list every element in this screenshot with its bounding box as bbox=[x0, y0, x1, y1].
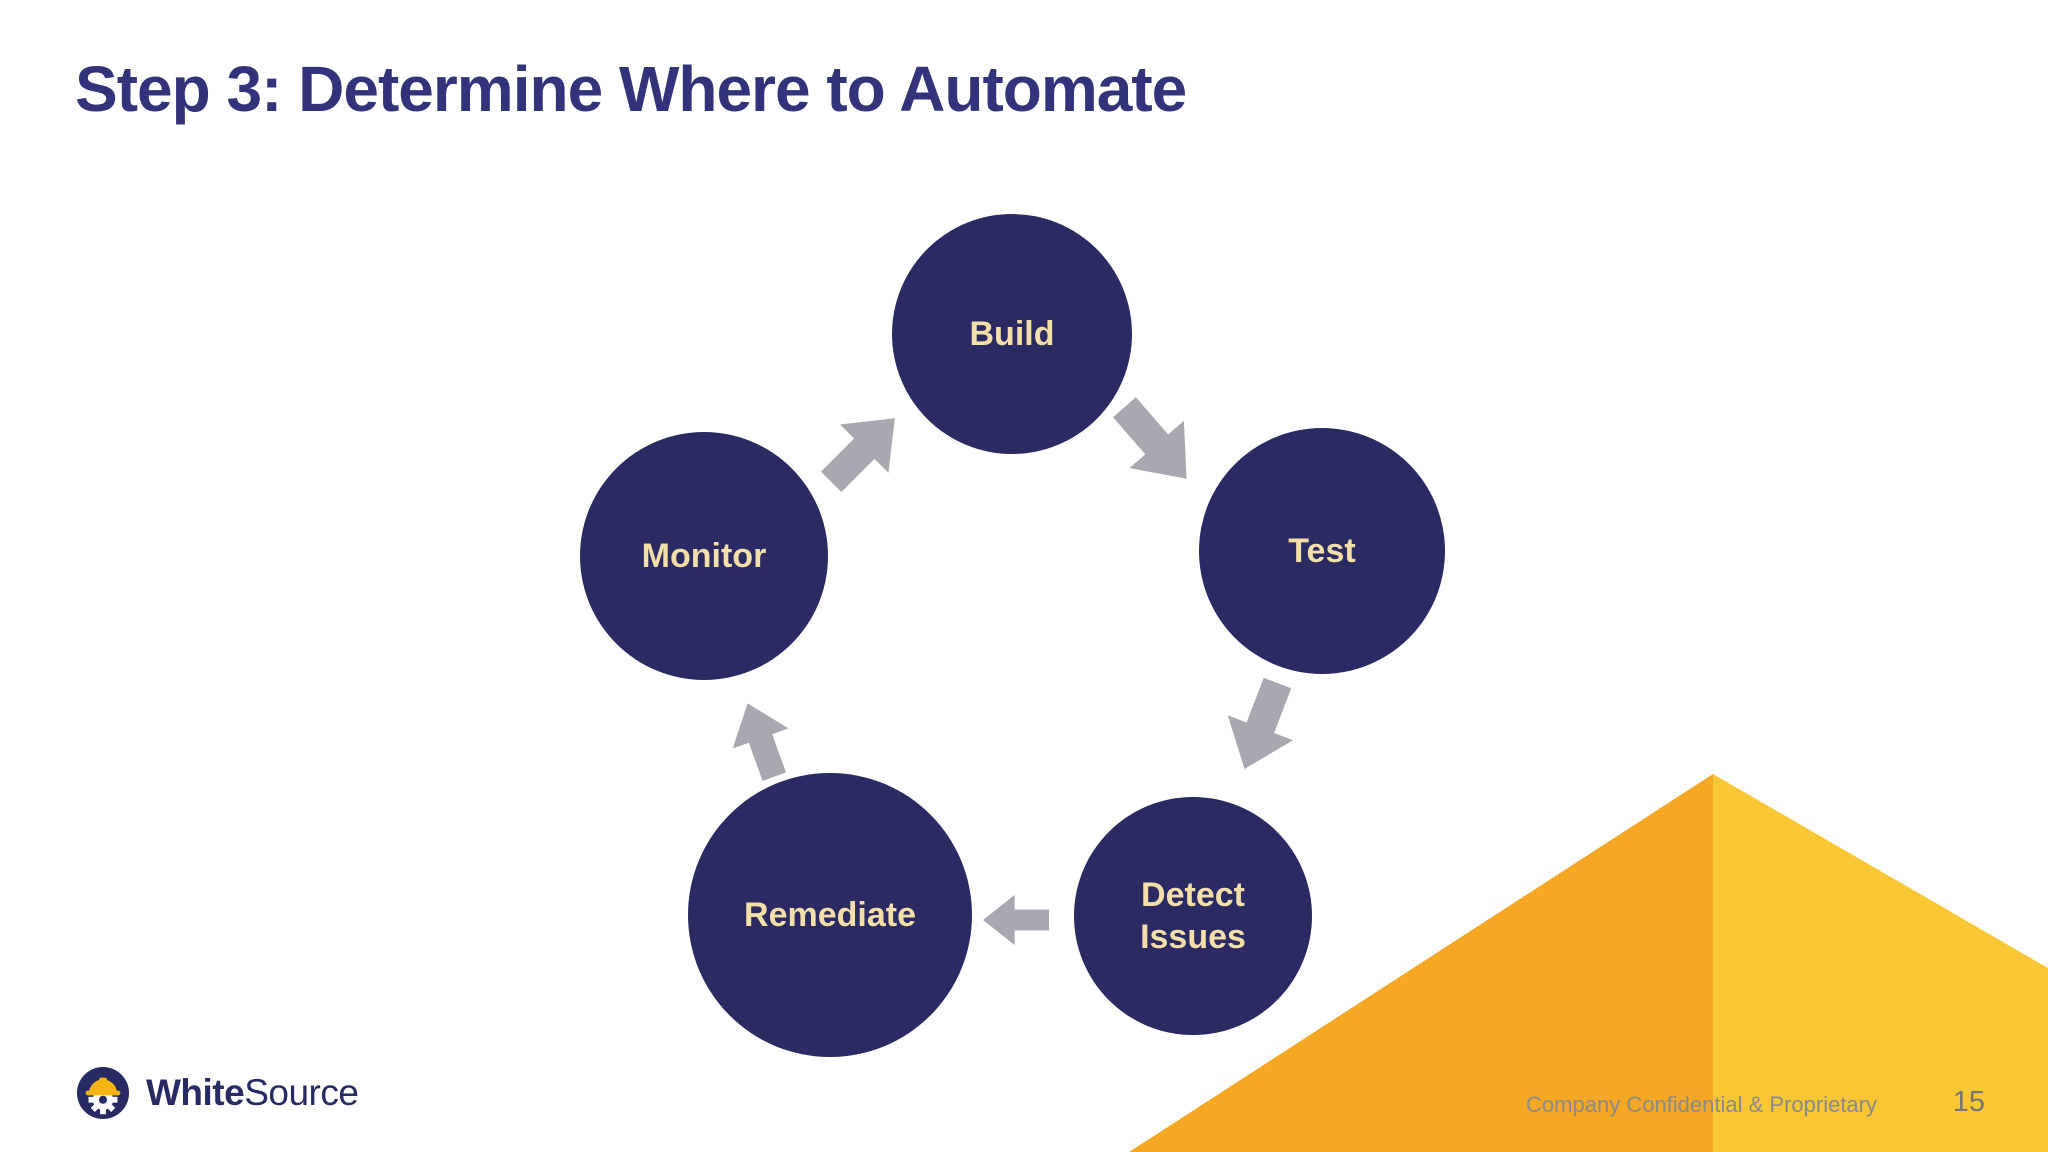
arrow-test-to-detect-icon bbox=[1227, 677, 1293, 769]
whitesource-logo-icon bbox=[76, 1066, 130, 1120]
triangle-light-yellow bbox=[1713, 774, 2048, 1152]
arrow-detect-to-remediate-icon bbox=[983, 894, 1049, 946]
brand-white: White bbox=[146, 1072, 245, 1113]
page-number: 15 bbox=[1952, 1086, 1985, 1118]
arrow-build-to-test-icon bbox=[1112, 397, 1187, 479]
node-remediate-label: Remediate bbox=[744, 895, 916, 934]
whitesource-wordmark: WhiteSource bbox=[146, 1072, 359, 1114]
node-remediate: Remediate bbox=[688, 773, 972, 1057]
page-title: Step 3: Determine Where to Automate bbox=[75, 53, 1187, 125]
corner-triangle-decoration bbox=[1129, 774, 2048, 1152]
node-detect-issues-label: Detect Issues bbox=[1140, 875, 1246, 957]
triangle-dark-orange bbox=[1129, 774, 1713, 1152]
node-build-label: Build bbox=[969, 314, 1055, 353]
node-detect-issues: Detect Issues bbox=[1074, 797, 1312, 1035]
node-build: Build bbox=[892, 214, 1132, 454]
node-test-label: Test bbox=[1288, 531, 1356, 570]
node-test: Test bbox=[1199, 428, 1445, 674]
whitesource-logo: WhiteSource bbox=[76, 1066, 359, 1120]
node-monitor: Monitor bbox=[580, 432, 828, 680]
node-monitor-label: Monitor bbox=[641, 536, 767, 575]
arrow-remediate-to-monitor-icon bbox=[732, 703, 789, 781]
arrow-monitor-to-build-icon bbox=[820, 418, 895, 493]
brand-source: Source bbox=[244, 1072, 359, 1113]
footer-confidential-text: Company Confidential & Proprietary bbox=[1526, 1092, 1877, 1117]
hard-hat-icon bbox=[85, 1077, 121, 1096]
